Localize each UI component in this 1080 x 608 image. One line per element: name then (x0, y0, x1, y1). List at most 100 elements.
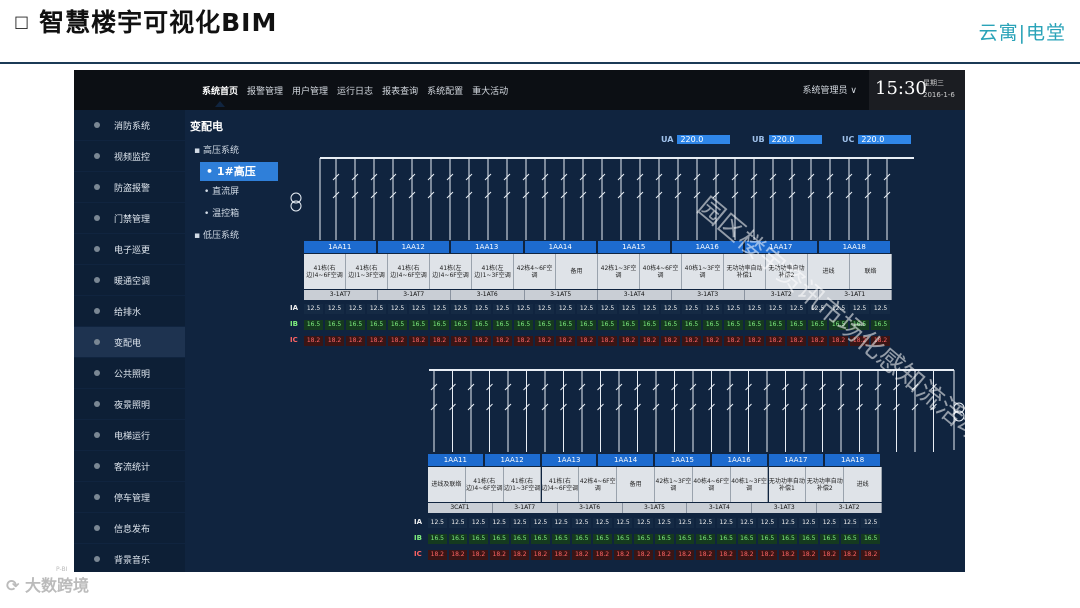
feeder-label[interactable]: 41栋(右边)1~3F空调 (503, 467, 542, 502)
user-menu[interactable]: 系统管理员 ∨ (802, 86, 857, 96)
bullet-icon (94, 401, 100, 407)
tree-node-low[interactable]: ▪ 低压系统 (194, 231, 239, 241)
current-cell: 12.5 (661, 304, 680, 314)
nav-item-1[interactable]: 报警管理 (247, 86, 284, 97)
nav-item-2[interactable]: 用户管理 (292, 86, 329, 97)
sidebar-item-label: 客流统计 (114, 462, 151, 473)
current-cell: 12.5 (577, 304, 596, 314)
feeder-label[interactable]: 备用 (556, 254, 598, 289)
tree-node-high[interactable]: ▪ 高压系统 (194, 146, 239, 156)
switch-icon (503, 191, 511, 199)
current-cell: 18.2 (675, 550, 695, 560)
sidebar-item[interactable]: 变配电 (74, 327, 185, 357)
sidebar-item[interactable]: 门禁管理 (74, 203, 185, 233)
current-cell: 16.5 (799, 534, 819, 544)
sidebar-item-label: 夜景照明 (114, 400, 151, 411)
nav-item-3[interactable]: 运行日志 (337, 86, 374, 97)
switch-icon (467, 403, 475, 411)
sidebar-item[interactable]: 视频监控 (74, 141, 185, 171)
sidebar-item[interactable]: 夜景照明 (74, 389, 185, 419)
feeder-label[interactable]: 无功功率自动补偿2 (806, 467, 845, 502)
current-cell: 16.5 (778, 534, 798, 544)
feeder-label[interactable]: 42栋1~3F空调 (598, 254, 640, 289)
switch-icon (389, 173, 397, 181)
current-cell: 12.5 (514, 304, 533, 314)
sidebar-item[interactable]: 停车管理 (74, 482, 185, 512)
footer-logo: ⟳ 大数跨境 (6, 576, 89, 595)
nav-item-5[interactable]: 系统配置 (427, 86, 464, 97)
sidebar-item[interactable]: 防盗报警 (74, 172, 185, 202)
switch-icon (484, 191, 492, 199)
switch-icon (522, 191, 530, 199)
sidebar-item[interactable]: 消防系统 (74, 110, 185, 140)
feeder-label[interactable]: 42栋4~6F空调 (514, 254, 556, 289)
current-cell: 12.5 (778, 518, 798, 528)
feeder-label[interactable]: 无功功率自动补偿2 (766, 254, 808, 289)
switch-icon (874, 403, 882, 411)
nav-item-6[interactable]: 重大活动 (472, 86, 509, 97)
feeder-label[interactable]: 40栋4~6F空调 (692, 467, 731, 502)
tree-node-selected[interactable]: • 1#高压 (200, 162, 278, 181)
sidebar-item[interactable]: 电子巡更 (74, 234, 185, 264)
switch-icon (617, 173, 625, 181)
group-label: 3CAT1 (428, 503, 493, 513)
tree-node-temp[interactable]: • 温控箱 (204, 209, 240, 219)
feeder-label[interactable]: 41栋(右边)1~3F空调 (346, 254, 388, 289)
current-cell: 16.5 (598, 320, 617, 330)
switch-icon (874, 383, 882, 391)
current-cell: 12.5 (556, 304, 575, 314)
footer-small: P-BI (56, 566, 68, 573)
ua-value: 220.0 (677, 135, 731, 144)
sidebar-item[interactable]: 暖通空调 (74, 265, 185, 295)
feeder-label[interactable]: 无功功率自动补偿1 (724, 254, 766, 289)
sidebar-item[interactable]: 电梯运行 (74, 420, 185, 450)
feeder-label[interactable]: 无功功率自动补偿1 (768, 467, 807, 502)
feeder-label[interactable]: 41栋(左边)1~3F空调 (472, 254, 514, 289)
sidebar-item-label: 公共照明 (114, 369, 151, 380)
current-cell: 16.5 (613, 534, 633, 544)
feeder-label[interactable]: 40栋1~3F空调 (730, 467, 769, 502)
current-cell: 12.5 (758, 518, 777, 528)
feeder-label[interactable]: 42栋4~6F空调 (579, 467, 618, 502)
sidebar-item[interactable]: 客流统计 (74, 451, 185, 481)
current-cell: 12.5 (489, 518, 509, 528)
feeder-label[interactable]: 40栋4~6F空调 (640, 254, 682, 289)
current-cell: 18.2 (829, 336, 848, 346)
sidebar-item[interactable]: 公共照明 (74, 358, 185, 388)
bullet-icon (94, 277, 100, 283)
current-cell: 18.2 (493, 336, 512, 346)
current-cell: 18.2 (640, 336, 659, 346)
feeder-label[interactable]: 41栋(右边)4~6F空调 (304, 254, 346, 289)
sidebar-item[interactable]: 背景音乐 (74, 544, 185, 572)
feeder-label[interactable]: 41栋(右边)4~6F空调 (541, 467, 580, 502)
nav-item-4[interactable]: 报表查询 (382, 86, 419, 97)
current-cell: 16.5 (808, 320, 827, 330)
current-cell: 12.5 (871, 304, 890, 314)
feeder-label[interactable]: 联络 (850, 254, 892, 289)
feeder-label[interactable]: 41栋(右边)4~6F空调 (388, 254, 430, 289)
sidebar-item[interactable]: 给排水 (74, 296, 185, 326)
feeder-label[interactable]: 进线 (844, 467, 882, 502)
current-cell: 18.2 (696, 550, 715, 560)
current-cell: 16.5 (682, 320, 701, 330)
current-cell: 12.5 (572, 518, 592, 528)
current-cell: 12.5 (472, 304, 491, 314)
feeder-label[interactable]: 41栋(左边)4~6F空调 (430, 254, 472, 289)
nav-item-0[interactable]: 系统首页 (202, 84, 238, 107)
feeder-label[interactable]: 进线及联络 (428, 467, 466, 502)
current-cell: 18.2 (619, 336, 638, 346)
feeder-label[interactable]: 进线 (808, 254, 850, 289)
feeder-label[interactable]: 42栋1~3F空调 (655, 467, 693, 502)
feeder-label[interactable]: 40栋1~3F空调 (682, 254, 724, 289)
feeder-label[interactable]: 41栋(右边)4~6F空调 (465, 467, 504, 502)
switch-icon (541, 403, 549, 411)
page-title: 智慧楼宇可视化BIM (39, 8, 278, 37)
transformer-icon (953, 402, 965, 414)
sidebar-item[interactable]: 信息发布 (74, 513, 185, 543)
switch-icon (579, 173, 587, 181)
feeder-label[interactable]: 备用 (617, 467, 655, 502)
tree-temp-label: 温控箱 (212, 209, 240, 219)
tree-node-dc[interactable]: • 直流屏 (204, 187, 240, 197)
current-cell: 18.2 (469, 550, 488, 560)
current-cell: 16.5 (346, 320, 365, 330)
